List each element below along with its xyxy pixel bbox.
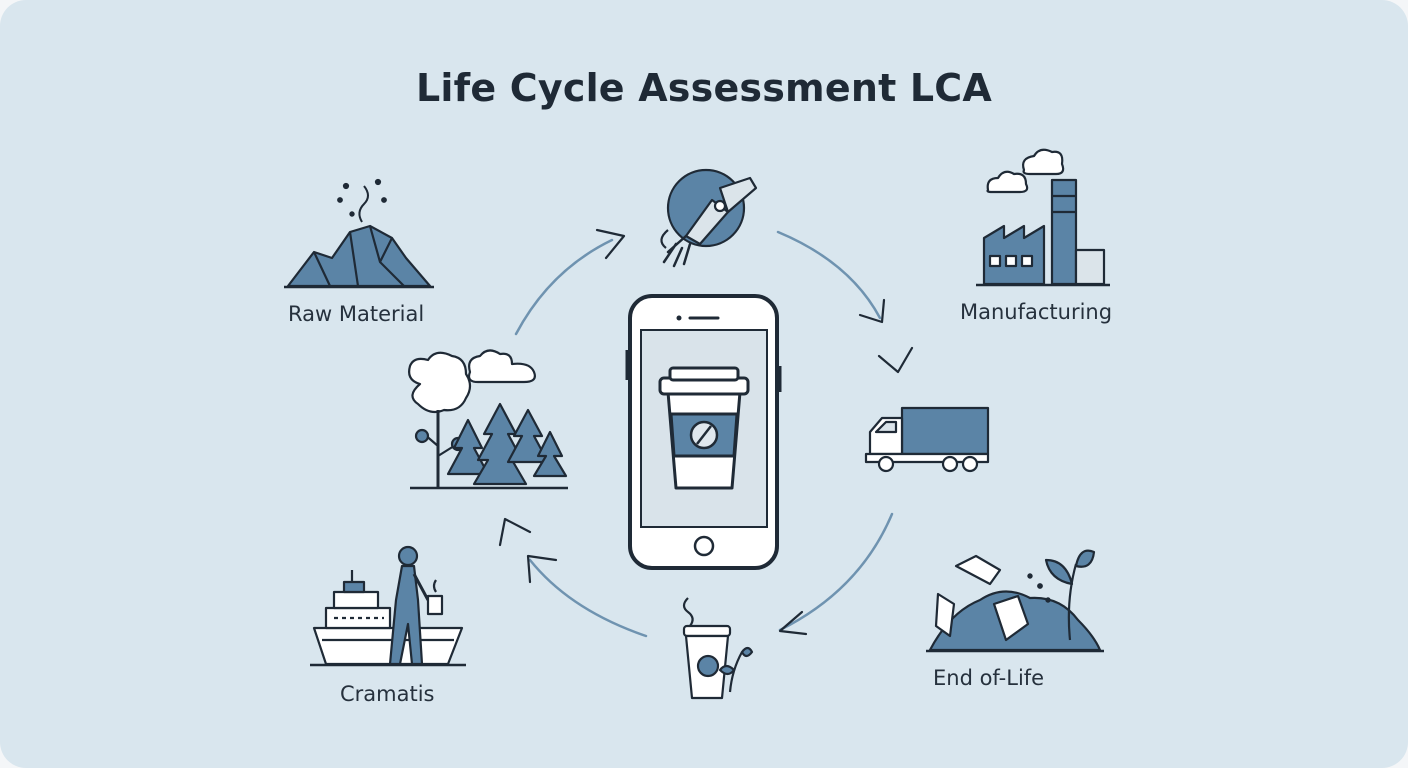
label-cramatis: Cramatis bbox=[340, 682, 435, 706]
label-raw-material: Raw Material bbox=[288, 302, 425, 326]
truck-cargo bbox=[900, 406, 990, 456]
mountain-particle-4 bbox=[381, 197, 387, 203]
phone-home-button bbox=[693, 535, 715, 557]
cup-sprout-leaf-2 bbox=[718, 664, 736, 676]
cup-sprout-leaf-1 bbox=[740, 646, 754, 658]
arrowhead-6 bbox=[498, 517, 532, 547]
arrowhead-2 bbox=[858, 298, 886, 324]
mountain-facets bbox=[313, 225, 405, 287]
screen-cup-top bbox=[668, 366, 740, 382]
compost-grain-1 bbox=[1037, 583, 1043, 589]
cup-recycle-icon bbox=[682, 597, 754, 700]
arrow-robot-to-factory bbox=[776, 230, 882, 320]
factory-window-2 bbox=[1004, 254, 1018, 268]
compost-grain-3 bbox=[1045, 597, 1051, 603]
arrow-truck-to-endoflife bbox=[778, 512, 894, 632]
factory-cloud-right bbox=[1022, 148, 1065, 176]
person-cup-steam bbox=[432, 579, 437, 593]
ship-person-icon bbox=[310, 545, 466, 667]
robot-gripper bbox=[662, 234, 692, 268]
person-arm bbox=[412, 573, 430, 601]
mountain-particle-3 bbox=[374, 178, 382, 186]
person-body bbox=[388, 564, 424, 666]
truck-icon bbox=[864, 406, 990, 473]
screen-cup-bean-line bbox=[696, 425, 712, 445]
plant-leaf-2 bbox=[1074, 549, 1096, 568]
tree-leaf-1 bbox=[414, 428, 430, 444]
robot-cable bbox=[660, 229, 669, 249]
forest-cloud bbox=[467, 349, 536, 384]
arrowhead-1 bbox=[595, 228, 626, 260]
pine-tree-2 bbox=[472, 402, 528, 486]
forest-icon bbox=[408, 349, 568, 490]
pine-tree-4 bbox=[532, 430, 568, 478]
arrowhead-3 bbox=[877, 346, 914, 374]
recycle-arrow-3 bbox=[992, 594, 1030, 642]
truck-wheel-rear-1 bbox=[941, 455, 959, 473]
truck-wheel-front bbox=[877, 455, 895, 473]
mountain-shape bbox=[286, 224, 432, 288]
compost-grain-2 bbox=[1027, 573, 1033, 579]
phone-camera bbox=[676, 315, 682, 321]
truck-chassis bbox=[864, 452, 990, 464]
factory-icon bbox=[976, 148, 1110, 287]
person-cup bbox=[426, 594, 444, 616]
mountain-particle-5 bbox=[349, 211, 355, 217]
factory-window-1 bbox=[988, 254, 1002, 268]
truck-wheel-rear-2 bbox=[961, 455, 979, 473]
cup-emblem bbox=[696, 654, 720, 678]
factory-cloud-left bbox=[986, 170, 1029, 194]
ship-deck-2 bbox=[332, 590, 380, 610]
label-end-of-life: End of-Life bbox=[933, 666, 1045, 690]
diagram-title: Life Cycle Assessment LCA bbox=[416, 66, 992, 110]
pine-tree-3 bbox=[506, 408, 550, 464]
arrow-raw-to-robot bbox=[514, 238, 614, 336]
recycle-arrow-2 bbox=[934, 592, 956, 638]
truck-window bbox=[874, 420, 898, 434]
arrow-heads bbox=[498, 228, 914, 636]
mountain-particle-2 bbox=[337, 197, 343, 203]
mountain-icon bbox=[284, 178, 434, 289]
arrowhead-4 bbox=[778, 610, 808, 636]
ship-hull bbox=[312, 626, 464, 666]
phone-cup-icon bbox=[625, 294, 782, 570]
label-manufacturing: Manufacturing bbox=[960, 300, 1113, 324]
mountain-particle-1 bbox=[342, 182, 350, 190]
robot-joint bbox=[713, 199, 727, 213]
person-head bbox=[397, 545, 419, 567]
pine-tree-1 bbox=[446, 418, 490, 476]
cycle-arrows bbox=[514, 230, 894, 638]
plant-stem bbox=[1067, 563, 1078, 641]
arrow-cup-to-ship bbox=[528, 558, 648, 638]
deciduous-tree-crown bbox=[408, 351, 472, 414]
arrowhead-5 bbox=[526, 554, 558, 584]
recycle-arrow-1 bbox=[954, 554, 1002, 586]
cup-steam bbox=[682, 597, 694, 627]
mountain-smoke bbox=[358, 185, 369, 223]
ship-deck-3 bbox=[342, 580, 366, 594]
robot-arm-icon bbox=[660, 168, 758, 268]
cup-lid bbox=[682, 624, 732, 638]
factory-window-3 bbox=[1020, 254, 1034, 268]
factory-annex bbox=[1074, 248, 1106, 286]
plant-leaf-1 bbox=[1044, 558, 1074, 586]
compost-recycle-icon bbox=[926, 549, 1104, 653]
